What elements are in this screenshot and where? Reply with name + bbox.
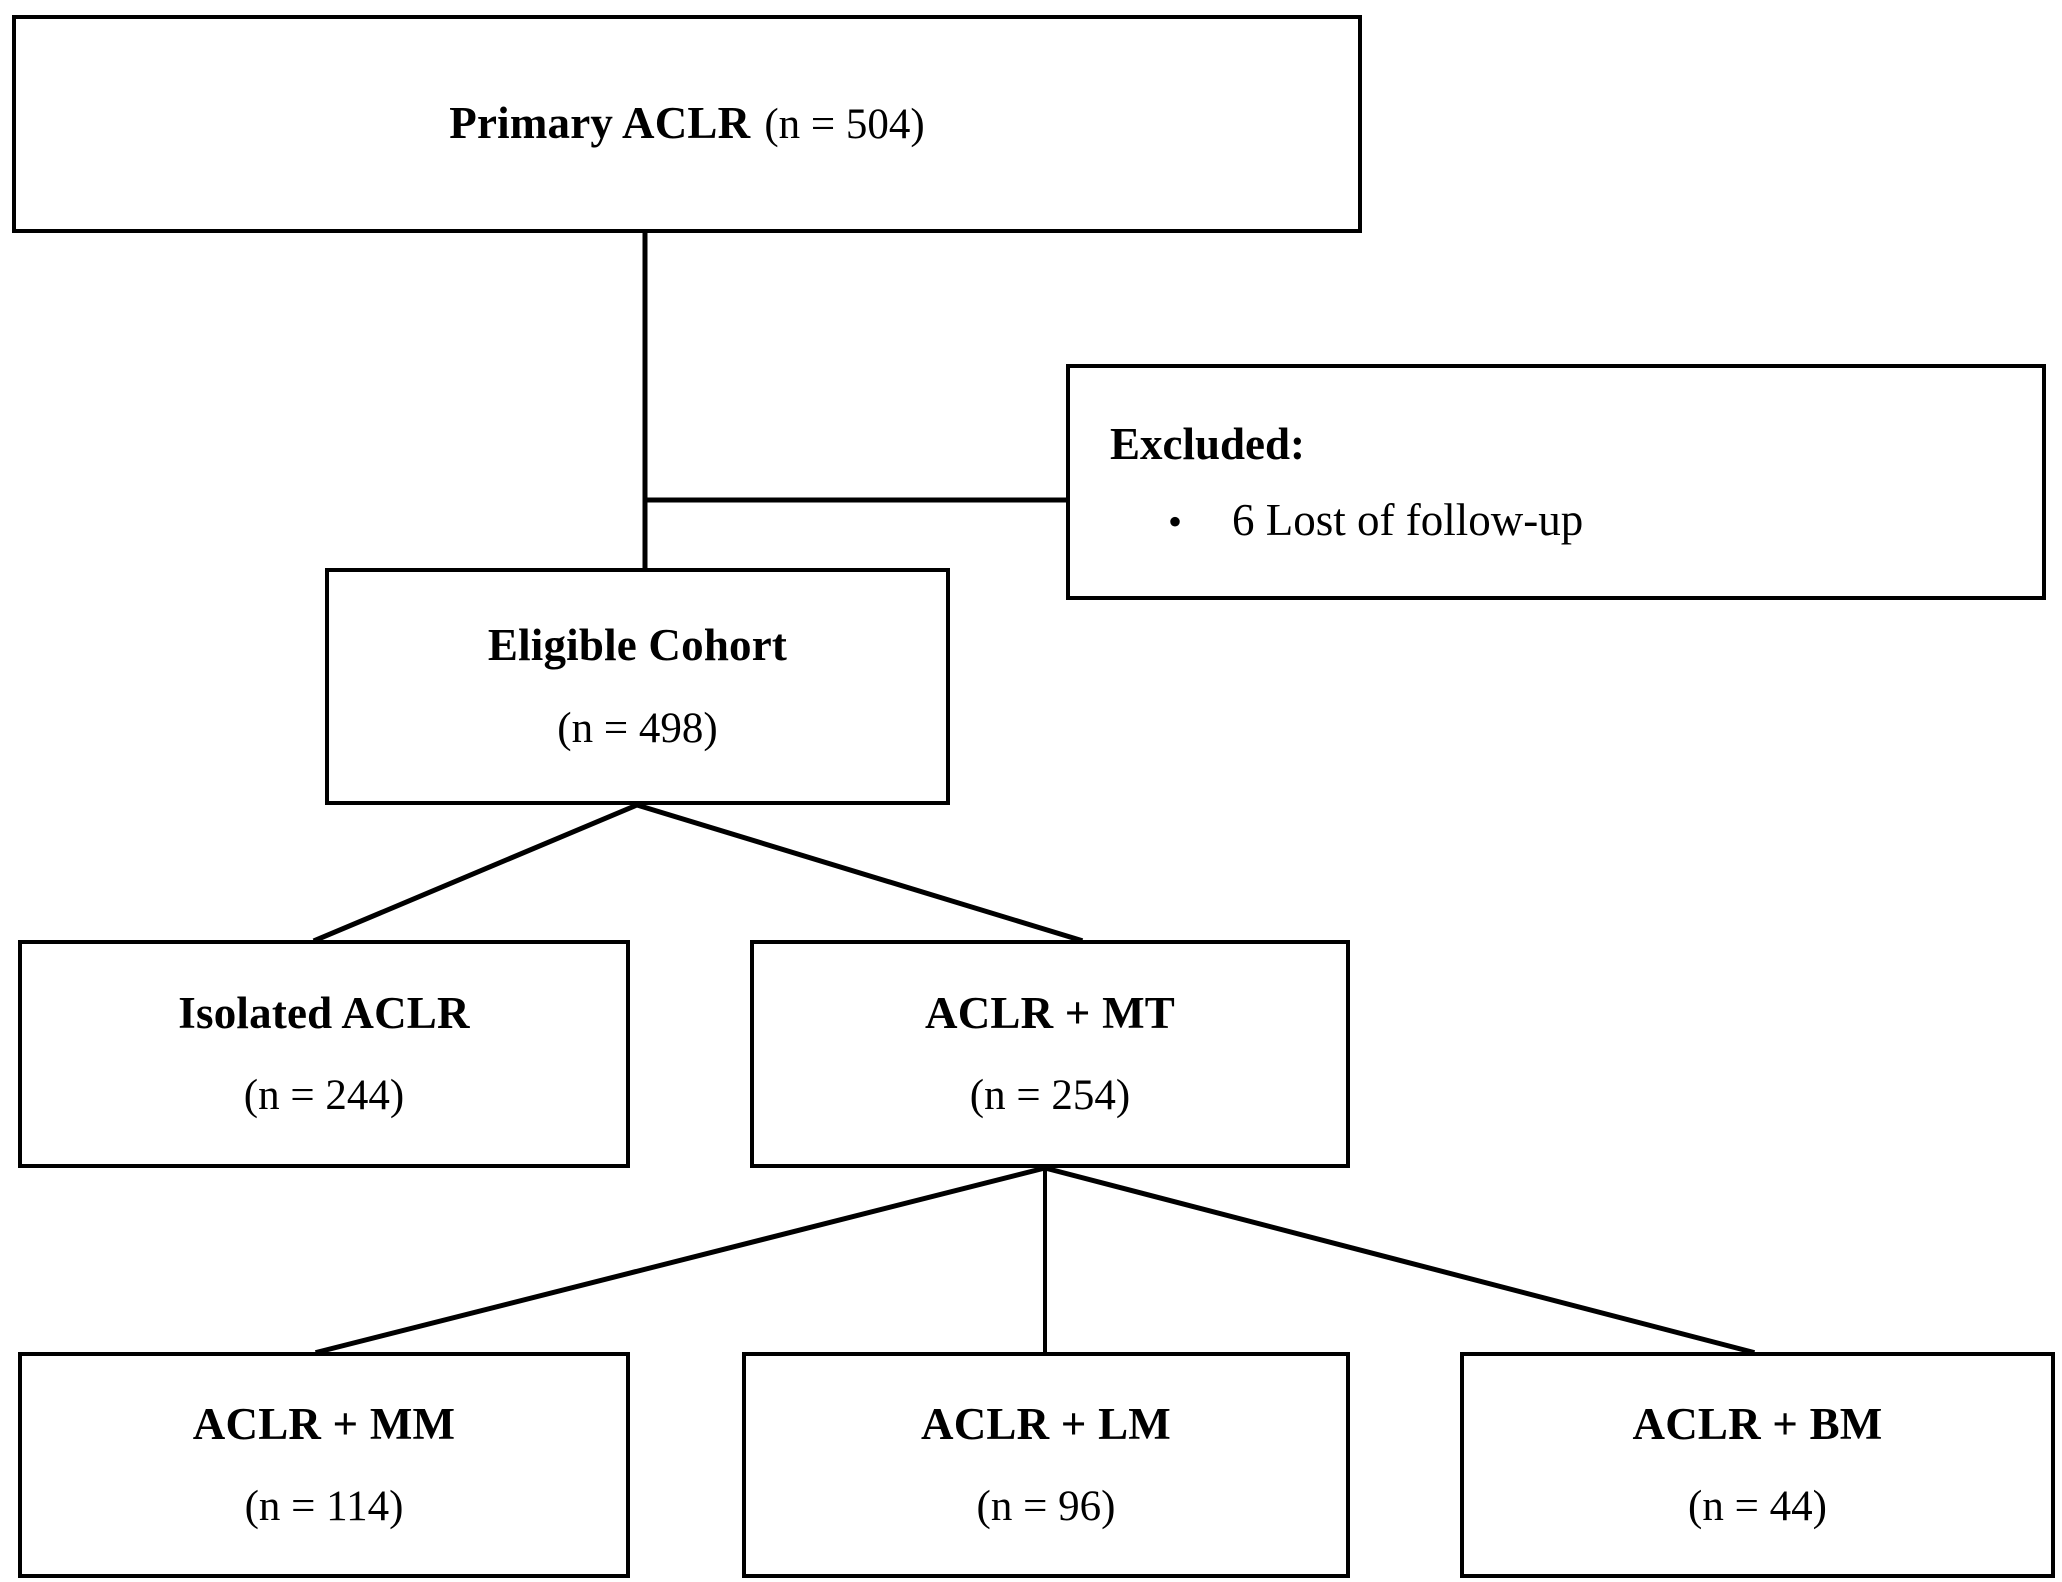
node-eligible-cohort-count: (n = 498): [557, 704, 718, 752]
node-isolated-aclr: Isolated ACLR (n = 244): [18, 940, 630, 1168]
node-excluded-title: Excluded:: [1110, 418, 1306, 469]
connector-eligible-to-mt: [633, 801, 1084, 944]
node-aclr-bm-count: (n = 44): [1688, 1483, 1827, 1531]
connector-eligible-to-isolated: [312, 801, 641, 944]
node-aclr-mt-count: (n = 254): [969, 1072, 1131, 1120]
node-aclr-mm-count: (n = 114): [244, 1483, 404, 1531]
node-primary-aclr-line: Primary ACLR (n = 504): [449, 98, 925, 149]
node-isolated-aclr-title: Isolated ACLR: [178, 987, 470, 1038]
node-primary-aclr-count: (n = 504): [764, 101, 925, 149]
node-aclr-bm: ACLR + BM (n = 44): [1460, 1352, 2055, 1578]
node-excluded: Excluded: • 6 Lost of follow-up: [1066, 364, 2046, 600]
node-primary-aclr-title: Primary ACLR: [449, 98, 751, 149]
node-aclr-lm-title: ACLR + LM: [921, 1398, 1171, 1449]
node-aclr-lm-count: (n = 96): [976, 1483, 1116, 1531]
node-aclr-bm-title: ACLR + BM: [1632, 1398, 1883, 1449]
connector-mt-to-bm: [1041, 1164, 1756, 1356]
node-eligible-cohort-title: Eligible Cohort: [487, 620, 788, 671]
node-aclr-mt-title: ACLR + MT: [925, 987, 1175, 1038]
node-aclr-mt: ACLR + MT (n = 254): [750, 940, 1350, 1168]
connector-mt-to-mm: [314, 1164, 1049, 1356]
node-aclr-lm: ACLR + LM (n = 96): [742, 1352, 1350, 1578]
node-primary-aclr: Primary ACLR (n = 504): [12, 15, 1362, 233]
node-isolated-aclr-count: (n = 244): [243, 1072, 405, 1120]
bullet-point-icon: •: [1168, 499, 1183, 544]
node-eligible-cohort: Eligible Cohort (n = 498): [325, 568, 950, 805]
node-aclr-mm-title: ACLR + MM: [192, 1398, 456, 1449]
node-aclr-mm: ACLR + MM (n = 114): [18, 1352, 630, 1578]
node-excluded-bullet-text: 6 Lost of follow-up: [1232, 495, 1584, 545]
node-excluded-bullet-item: • 6 Lost of follow-up: [1110, 495, 1583, 545]
